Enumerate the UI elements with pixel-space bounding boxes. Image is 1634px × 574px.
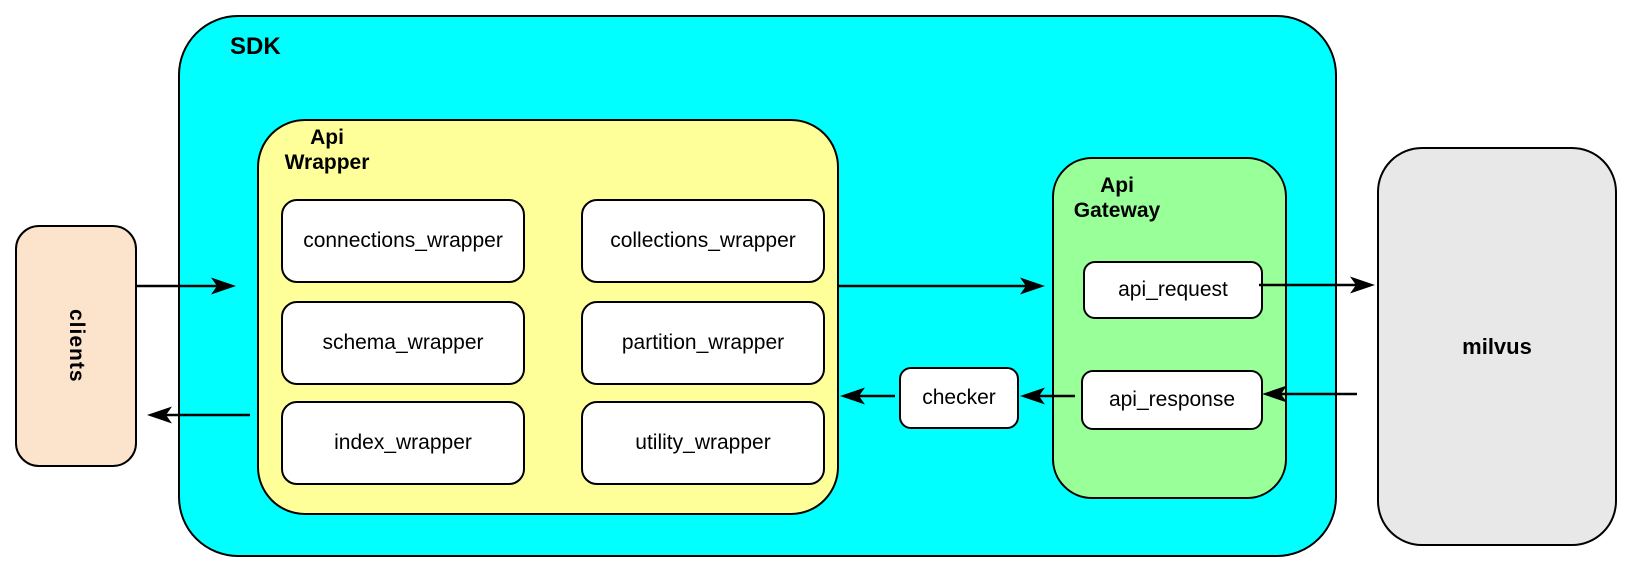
node-api-request-label: api_request bbox=[1118, 278, 1228, 301]
node-milvus-label: milvus bbox=[1462, 333, 1532, 359]
node-checker: checker bbox=[899, 367, 1019, 429]
node-api-response: api_response bbox=[1081, 370, 1263, 430]
node-collections-wrapper: collections_wrapper bbox=[581, 199, 825, 283]
node-index-wrapper-label: index_wrapper bbox=[334, 431, 472, 454]
api-wrapper-label-line2: Wrapper bbox=[284, 151, 370, 174]
node-collections-wrapper-label: collections_wrapper bbox=[610, 229, 796, 252]
api-wrapper-label-line1: Api bbox=[310, 126, 344, 149]
node-partition-wrapper: partition_wrapper bbox=[581, 301, 825, 385]
sdk-container: SDK Api Wrapper connections_wrapper coll… bbox=[178, 15, 1337, 557]
node-clients-label: clients bbox=[65, 309, 88, 383]
node-schema-wrapper: schema_wrapper bbox=[281, 301, 525, 385]
node-connections-wrapper: connections_wrapper bbox=[281, 199, 525, 283]
node-utility-wrapper-label: utility_wrapper bbox=[635, 431, 771, 454]
sdk-label: SDK bbox=[230, 33, 281, 60]
node-schema-wrapper-label: schema_wrapper bbox=[322, 331, 484, 354]
node-api-response-label: api_response bbox=[1108, 388, 1236, 411]
node-partition-wrapper-label: partition_wrapper bbox=[621, 331, 785, 354]
node-index-wrapper: index_wrapper bbox=[281, 401, 525, 485]
api-gateway-label: Api Gateway bbox=[1062, 173, 1172, 223]
node-checker-label: checker bbox=[922, 386, 996, 409]
node-connections-wrapper-label: connections_wrapper bbox=[303, 229, 503, 252]
api-wrapper-container: Api Wrapper connections_wrapper collecti… bbox=[257, 119, 839, 515]
api-wrapper-label: Api Wrapper bbox=[274, 125, 380, 175]
api-gateway-container: Api Gateway api_request api_response bbox=[1052, 157, 1287, 499]
node-utility-wrapper: utility_wrapper bbox=[581, 401, 825, 485]
node-api-request: api_request bbox=[1083, 261, 1263, 319]
node-clients: clients bbox=[15, 225, 137, 467]
api-gateway-label-line1: Api bbox=[1100, 174, 1134, 197]
node-milvus: milvus bbox=[1377, 147, 1617, 546]
api-gateway-label-line2: Gateway bbox=[1073, 199, 1161, 222]
